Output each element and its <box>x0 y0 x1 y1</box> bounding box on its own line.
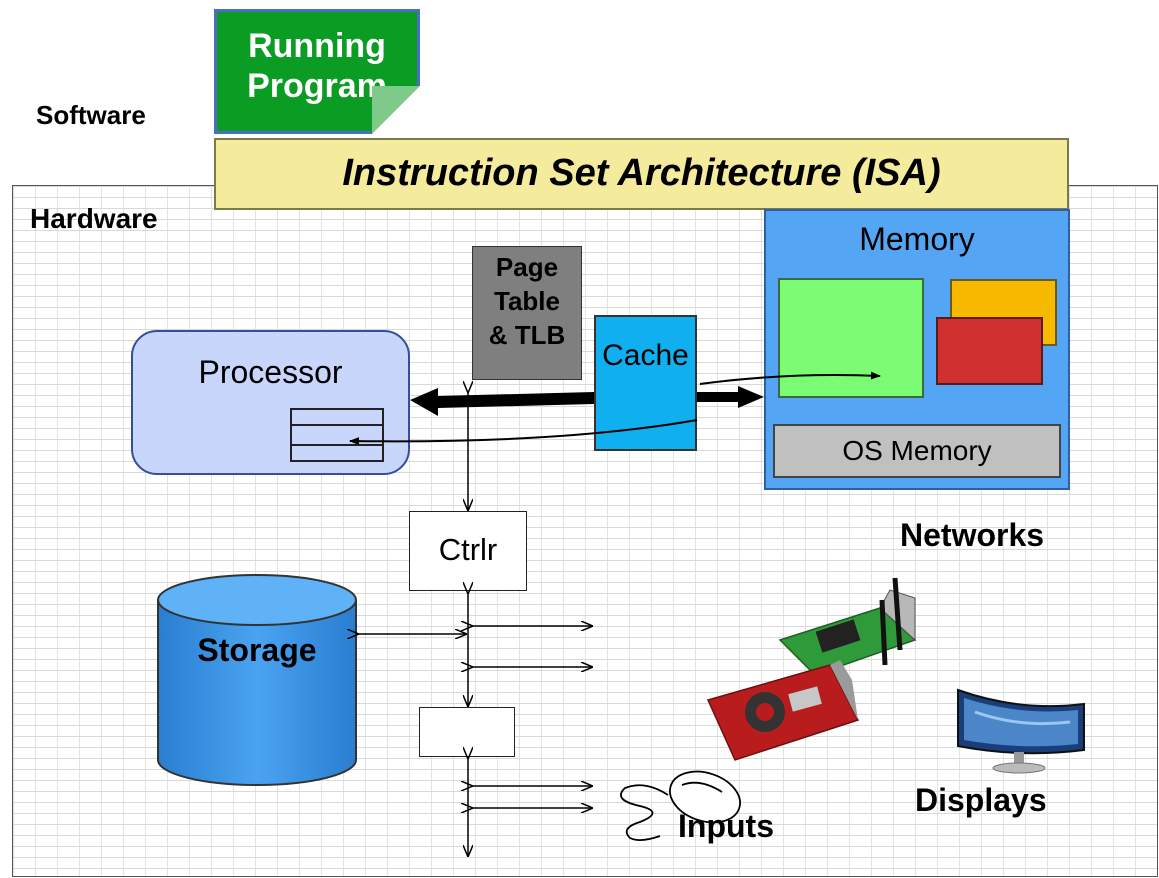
software-label: Software <box>36 100 146 130</box>
os-memory-region: OS Memory <box>773 424 1061 478</box>
mouse-icon <box>620 770 741 841</box>
cache-to-register-arrow <box>349 419 698 446</box>
networks-label: Networks <box>900 517 1045 553</box>
processor-label: Processor <box>198 354 343 390</box>
io-bus-vertical <box>358 392 592 856</box>
graphics-card-icon <box>706 660 860 761</box>
storage-label: Storage <box>197 632 317 668</box>
processor-box: Processor <box>131 330 410 475</box>
controller-box: Ctrlr <box>409 511 527 591</box>
cache-to-memory-arrow <box>699 371 881 385</box>
page-table-line2: Table <box>494 286 560 316</box>
memory-title: Memory <box>859 221 975 257</box>
running-program-line2: Program <box>247 67 387 105</box>
page-fold-icon <box>372 86 420 134</box>
isa-banner: Instruction Set Architecture (ISA) <box>214 138 1069 210</box>
memory-block: Memory OS Memory <box>764 209 1070 490</box>
network-card-icon <box>778 577 917 676</box>
monitor-icon <box>957 688 1085 774</box>
storage-cylinder <box>157 574 357 786</box>
hardware-label: Hardware <box>30 203 158 234</box>
memory-region-program <box>778 278 924 398</box>
memory-region-other-2 <box>936 317 1043 385</box>
running-program-box: Running Program <box>214 9 420 134</box>
register-file <box>290 408 384 462</box>
inputs-label: Inputs <box>678 808 774 844</box>
displays-label: Displays <box>915 782 1047 818</box>
main-bus <box>410 386 764 416</box>
running-program-line1: Running <box>248 27 386 65</box>
page-table-tlb-box: Page Table & TLB <box>472 246 582 380</box>
page-table-line1: Page <box>495 252 559 282</box>
page-table-line3: & TLB <box>488 320 566 350</box>
